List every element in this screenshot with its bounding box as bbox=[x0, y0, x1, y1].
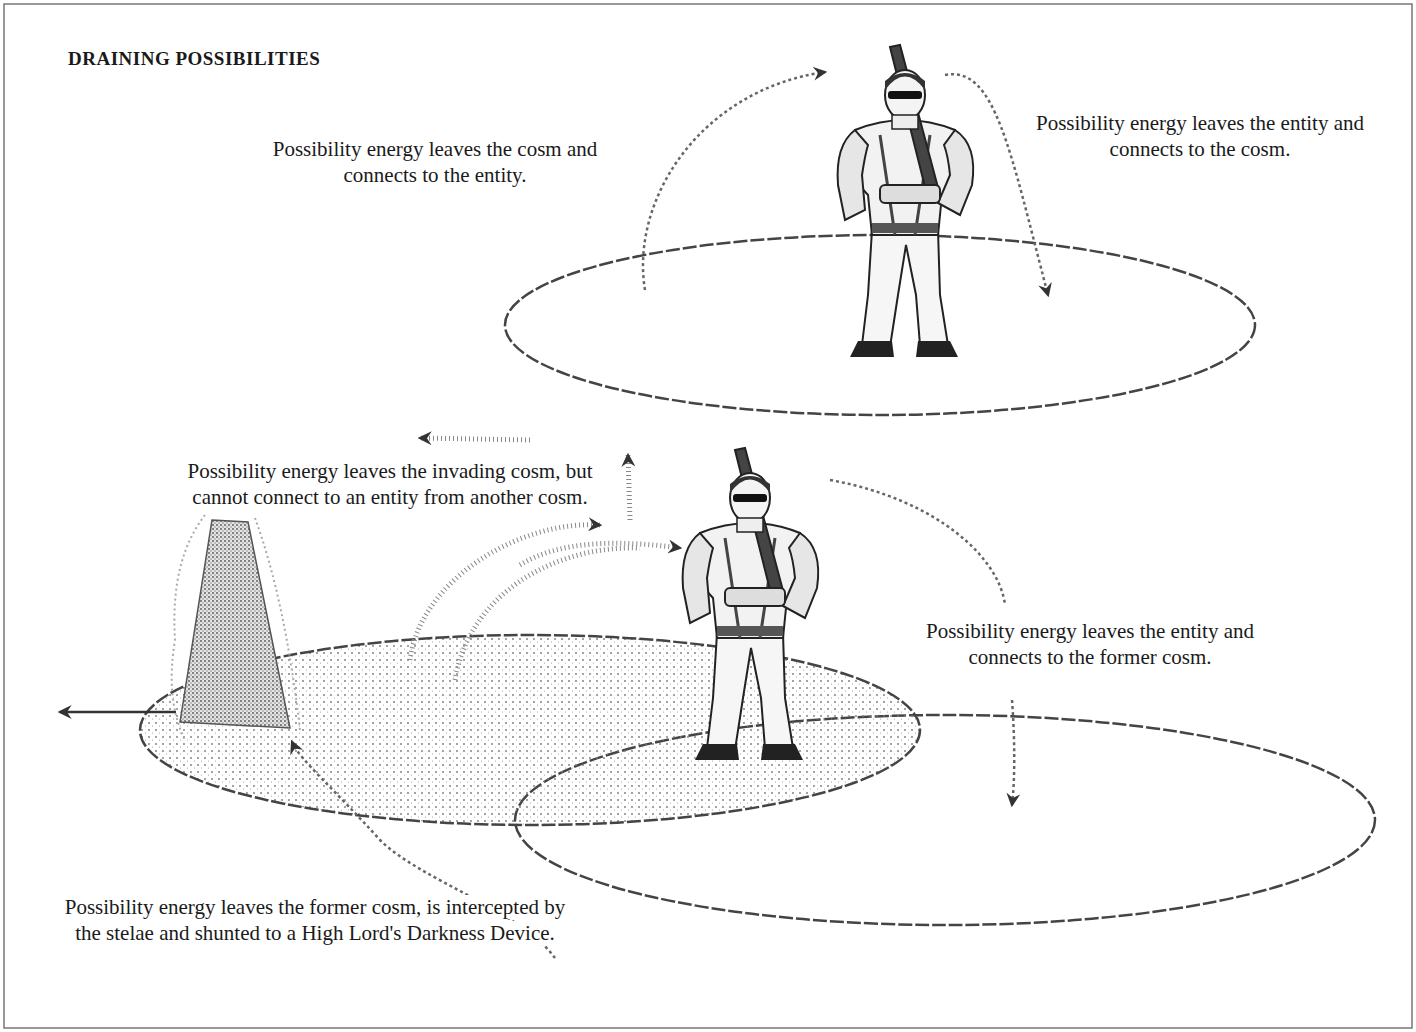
hatched-arrow bbox=[410, 525, 600, 660]
note-label: Possibility energy leaves the invading c… bbox=[180, 458, 600, 510]
diagram-title: DRAINING POSSIBILITIES bbox=[68, 48, 320, 70]
drain-arrow bbox=[60, 711, 176, 714]
hatched-arrow bbox=[455, 548, 640, 680]
entity-figure bbox=[683, 448, 819, 760]
stelae bbox=[180, 520, 290, 728]
note-label: Possibility energy leaves the former cos… bbox=[60, 894, 570, 946]
energy-arrow bbox=[643, 72, 825, 290]
note-label: Possibility energy leaves the entity and… bbox=[890, 618, 1290, 670]
stelae-aura bbox=[172, 515, 300, 740]
note-label: Possibility energy leaves the cosm and c… bbox=[235, 136, 635, 188]
hatched-arrow bbox=[520, 543, 680, 565]
entity-figure bbox=[838, 45, 974, 357]
hatched-arrow bbox=[420, 438, 530, 440]
frame bbox=[4, 4, 1412, 1028]
note-label: Possibility energy leaves the entity and… bbox=[1000, 110, 1400, 162]
hatched-arrow bbox=[628, 455, 630, 520]
